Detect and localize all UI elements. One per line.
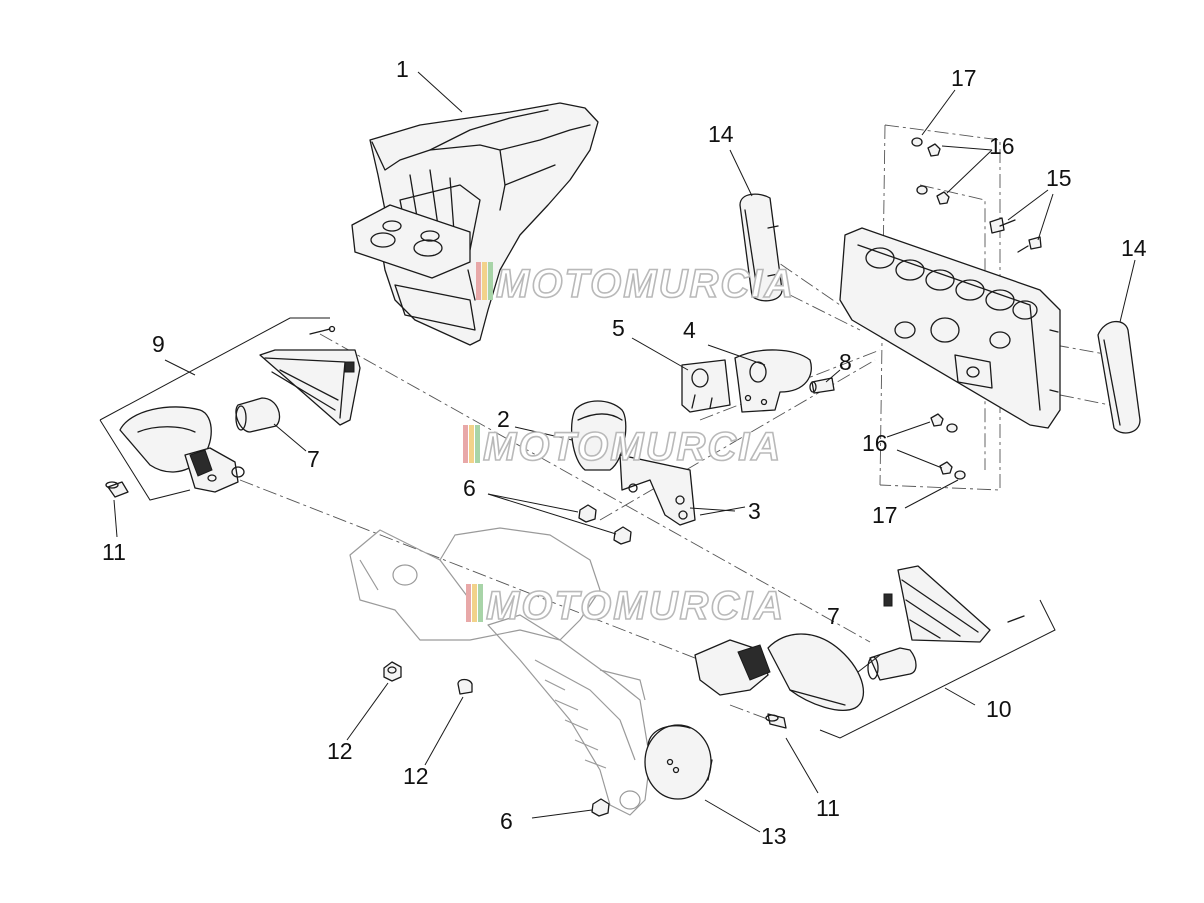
watermark: MOTOMURCIA MOTOMURCIA MOTOMURCIA	[463, 261, 795, 629]
part-indicator-right	[694, 565, 1056, 739]
callout-15: 15	[1046, 165, 1072, 191]
callout-12b: 12	[403, 763, 429, 789]
part-indicator-left	[99, 317, 361, 501]
callout-14b: 14	[1121, 235, 1147, 261]
callout-7a: 7	[307, 446, 320, 472]
watermark-stripe	[475, 425, 480, 463]
watermark-stripe	[476, 262, 481, 300]
watermark-stripes-1	[476, 262, 493, 300]
watermark-stripe	[472, 584, 477, 622]
callout-2: 2	[497, 406, 510, 432]
callout-6a: 6	[463, 475, 476, 501]
watermark-stripes-3	[466, 584, 483, 622]
callout-10: 10	[986, 696, 1012, 722]
callout-9: 9	[152, 331, 165, 357]
watermark-stripes-2	[463, 425, 480, 463]
watermark-text-1: MOTOMURCIA	[496, 262, 795, 306]
callout-6b: 6	[500, 808, 513, 834]
callout-8: 8	[839, 349, 852, 375]
callout-17a: 17	[951, 65, 977, 91]
callout-1: 1	[396, 56, 409, 82]
callout-16a: 16	[989, 133, 1015, 159]
callout-5: 5	[612, 315, 625, 341]
watermark-stripe	[488, 262, 493, 300]
part-reflector-left	[739, 193, 783, 302]
callout-13: 13	[761, 823, 787, 849]
callout-3: 3	[748, 498, 761, 524]
callout-labels: 1 2 3 4 5 6 6 7 7 8 9 10 11 11 12 12 13 …	[102, 56, 1147, 849]
callout-4: 4	[683, 317, 696, 343]
part-lower-hardware	[383, 661, 610, 817]
watermark-text-3: MOTOMURCIA	[486, 584, 785, 628]
part-tail-cowl	[351, 102, 599, 346]
watermark-stripe	[469, 425, 474, 463]
callout-14a: 14	[708, 121, 734, 147]
part-brackets	[570, 349, 835, 545]
callout-17b: 17	[872, 502, 898, 528]
watermark-stripe	[463, 425, 468, 463]
watermark-stripe	[482, 262, 487, 300]
watermark-stripe	[466, 584, 471, 622]
callout-11a: 11	[102, 539, 126, 565]
part-rear-frame-ghost	[349, 527, 651, 816]
callout-11b: 11	[816, 795, 840, 821]
part-reflector-right	[1097, 320, 1141, 434]
callout-7b: 7	[827, 603, 840, 629]
watermark-stripe	[478, 584, 483, 622]
part-hardware-small	[911, 137, 1042, 480]
callout-12a: 12	[327, 738, 353, 764]
part-plate-holder	[839, 227, 1061, 429]
callout-leaders	[113, 71, 1136, 833]
assembly-axis-lines	[239, 124, 1111, 721]
callout-16b: 16	[862, 430, 888, 456]
watermark-text-2: MOTOMURCIA	[483, 425, 782, 469]
part-round-reflector	[644, 724, 713, 800]
